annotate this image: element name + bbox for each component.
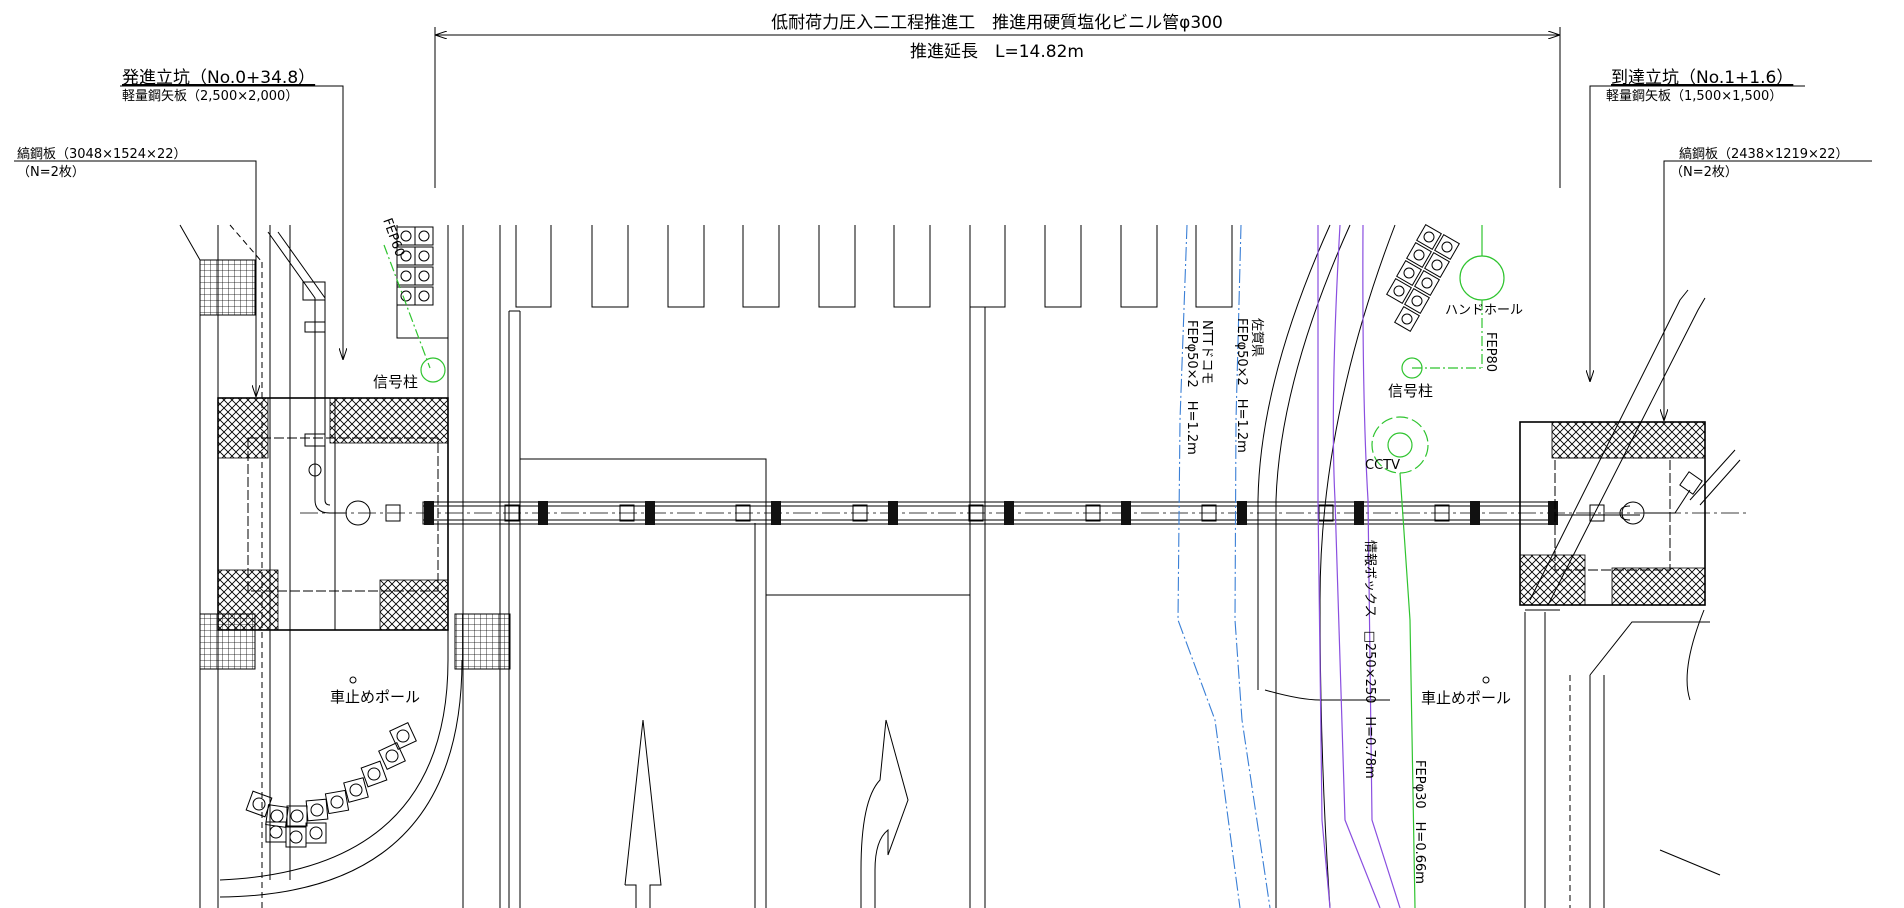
jacking-pipe	[300, 501, 1750, 525]
dimension-line	[434, 27, 1561, 188]
ntt-docomo-line	[1177, 224, 1271, 908]
start-shaft	[217, 397, 449, 631]
start-shaft-sheet: 軽量鋼矢板（2,500×2,000）	[122, 89, 298, 104]
bollard-label-left: 車止めポール	[330, 688, 420, 706]
end-shaft-title: 到達立坑（No.1+1.6）	[1611, 68, 1793, 88]
road-arrow-turn	[860, 719, 909, 908]
signal-pole-label-left: 信号柱	[373, 373, 418, 391]
info-box-label: 情報ボックス □250×250 H=0.78m	[1362, 540, 1377, 779]
fep80-label: FEP80	[1483, 332, 1498, 372]
start-shaft-title: 発進立坑（No.0+34.8）	[122, 68, 315, 88]
end-shaft-sheet: 軽量鋼矢板（1,500×1,500）	[1606, 89, 1782, 104]
info-box-line	[1317, 224, 1401, 908]
left-sidewalk	[179, 224, 511, 908]
start-conveyor	[267, 231, 326, 447]
signal-pole-label-right: 信号柱	[1388, 382, 1433, 400]
fep60-label: FEP60	[379, 216, 407, 259]
road-curves	[1257, 224, 1396, 908]
right-sidewalk	[1524, 609, 1721, 908]
hand-hole-cluster	[1371, 224, 1505, 908]
drawing-title: 低耐荷力圧入二工程推進工 推進用硬質塩化ビニル管φ300	[771, 13, 1223, 33]
hand-hole-label: ハンドホール	[1445, 303, 1523, 318]
signal-pole-left	[383, 225, 448, 383]
jacking-length: 推進延長 L=14.82m	[910, 42, 1084, 62]
end-conveyor	[1525, 289, 1741, 611]
parking-stalls	[462, 225, 1233, 908]
fep30-label: FEPφ30 H=0.66m	[1412, 760, 1427, 884]
start-plate-count: （N=2枚）	[17, 165, 85, 180]
ntt-label-1: NTTドコモ	[1199, 320, 1214, 384]
road-arrow-straight	[624, 719, 662, 908]
bollard-label-right: 車止めポール	[1421, 689, 1511, 707]
ntt-label-2: FEPφ50×2 H=1.2m	[1184, 320, 1199, 455]
saga-label-1: 佐賀県	[1249, 318, 1264, 357]
cctv-label: CCTV	[1365, 458, 1400, 473]
end-plate-count: （N=2枚）	[1670, 165, 1738, 180]
saga-label-2: FEPφ50×2 H=1.2m	[1234, 318, 1249, 453]
end-plate-spec: 縞鋼板（2438×1219×22）	[1679, 146, 1849, 162]
left-bollard-cluster	[245, 676, 417, 848]
start-plate-spec: 縞鋼板（3048×1524×22）	[17, 146, 187, 162]
bollard-right	[1482, 676, 1490, 684]
end-shaft	[1519, 421, 1706, 606]
